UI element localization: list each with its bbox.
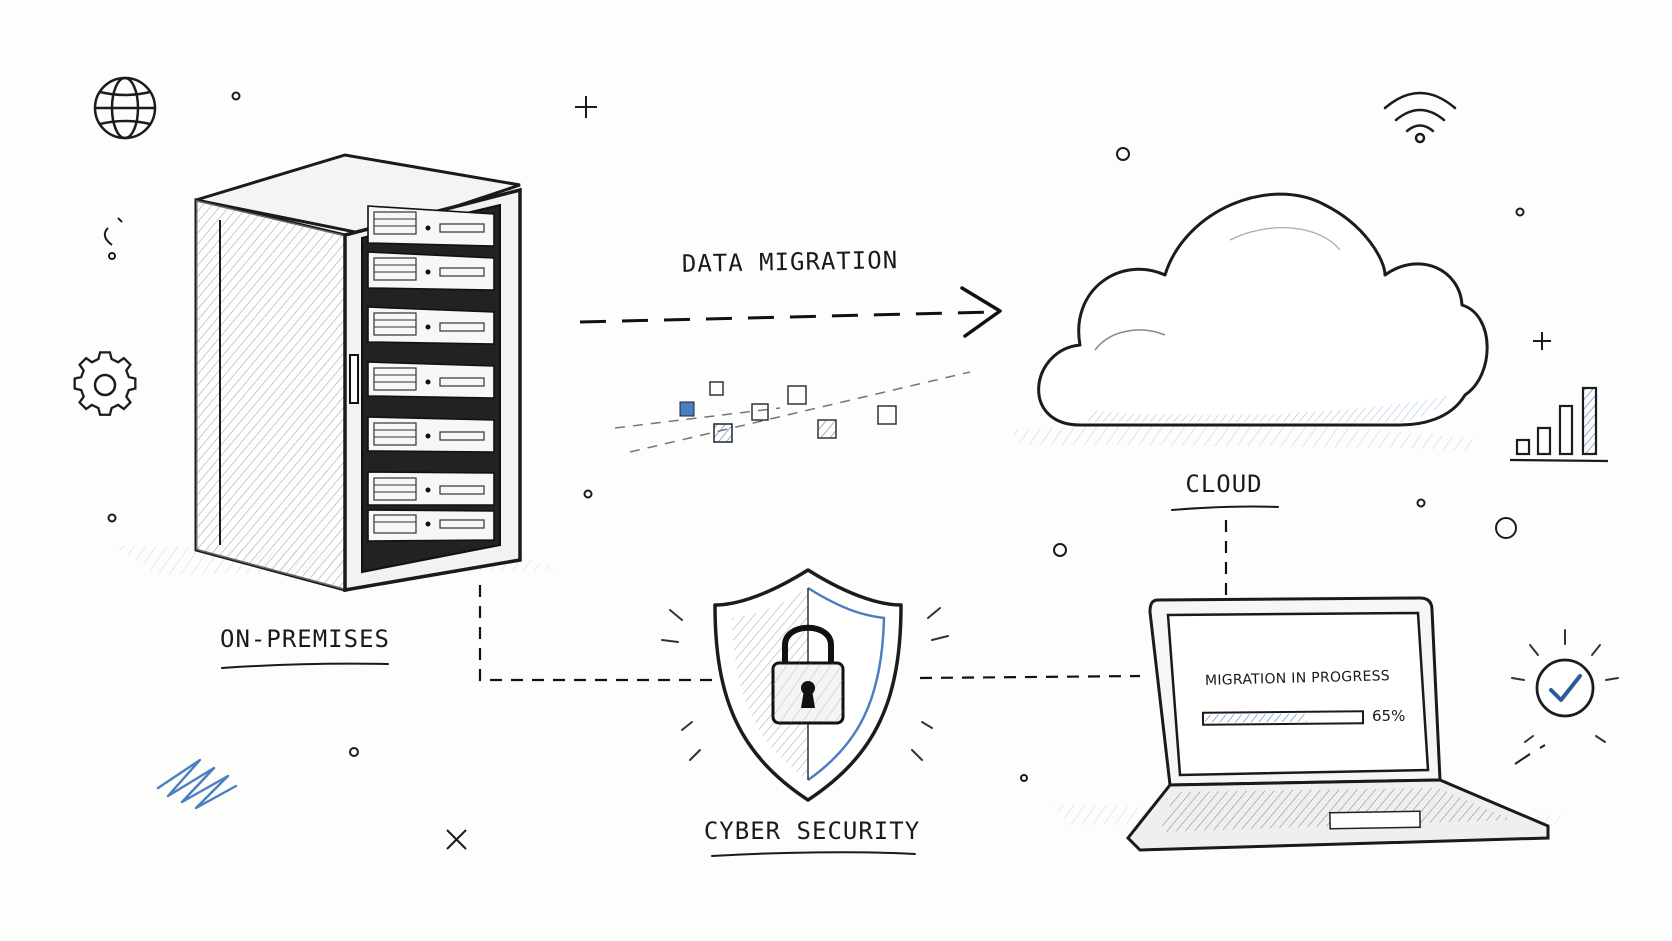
cloud-icon: [1010, 192, 1489, 450]
laptop-icon: [1050, 596, 1570, 852]
scribble-icon: [156, 758, 238, 810]
migration-arrow: [579, 286, 1002, 338]
node-label-on-premises: ON-PREMISES: [220, 625, 390, 653]
shield-lock-icon: [661, 568, 949, 802]
progress-bar-fill: [1204, 713, 1307, 723]
progress-percent: 65%: [1372, 707, 1406, 725]
check-circle-icon: [1511, 629, 1619, 743]
globe-icon: [93, 76, 157, 140]
node-label-cyber-security: CYBER SECURITY: [703, 817, 921, 845]
data-packets: [614, 371, 971, 453]
node-label-cloud: CLOUD: [1185, 470, 1263, 498]
edge-label-data-migration: DATA MIGRATION: [681, 246, 899, 278]
server-rack-icon: [110, 153, 560, 593]
decorative-marks: [103, 91, 1551, 850]
gear-icon: [73, 351, 137, 416]
wifi-icon: [1383, 91, 1457, 144]
connector-lines: [478, 520, 1228, 682]
bar-chart-icon: [1509, 386, 1609, 463]
